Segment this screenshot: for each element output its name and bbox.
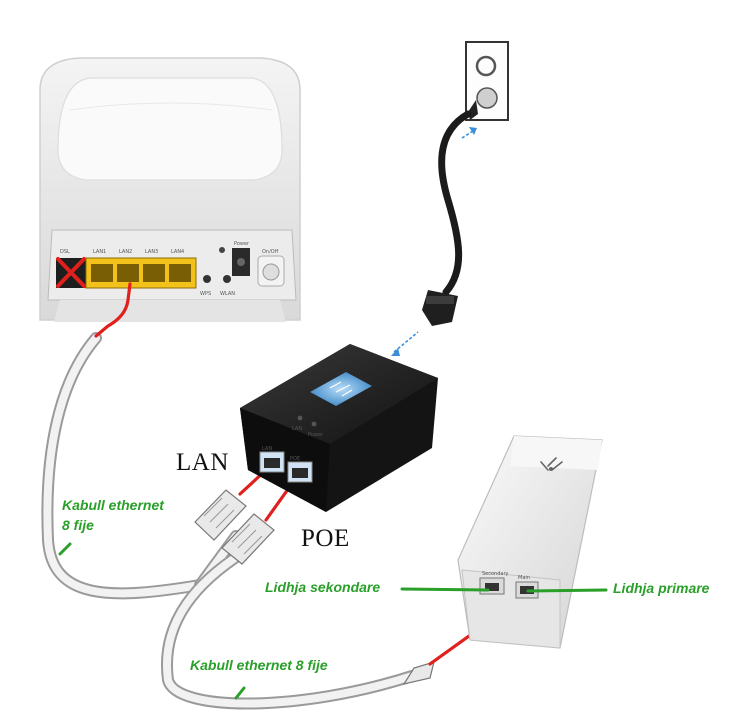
power-cord bbox=[391, 100, 478, 356]
svg-text:LAN2: LAN2 bbox=[119, 249, 132, 255]
svg-text:LAN4: LAN4 bbox=[171, 249, 184, 255]
primary-connection-label: Lidhja primare bbox=[613, 580, 710, 596]
svg-text:Power: Power bbox=[234, 241, 250, 247]
cable-left-label-line1: Kabull ethernet bbox=[62, 497, 164, 513]
svg-text:Secondary: Secondary bbox=[482, 571, 509, 577]
red-x-icon bbox=[56, 257, 86, 288]
ubiquiti-logo-icon bbox=[540, 457, 563, 471]
svg-text:WPS: WPS bbox=[200, 291, 211, 297]
svg-text:POE: POE bbox=[290, 456, 300, 462]
svg-text:WLAN: WLAN bbox=[220, 291, 235, 297]
ethernet-cables bbox=[41, 332, 418, 710]
cable-left-label-line2: 8 fije bbox=[62, 517, 94, 533]
poe-injector: LAN Power LAN POE bbox=[240, 344, 438, 512]
svg-text:Power: Power bbox=[308, 432, 324, 438]
router: DSL LAN1 LAN2 LAN3 LAN4 WPS WLAN Power O… bbox=[39, 57, 301, 322]
svg-text:LAN3: LAN3 bbox=[145, 249, 158, 255]
rj45-plug-poe bbox=[221, 513, 275, 565]
svg-text:LAN1: LAN1 bbox=[93, 249, 106, 255]
svg-text:On/Off: On/Off bbox=[262, 249, 279, 255]
secondary-connection-label: Lidhja sekondare bbox=[265, 579, 381, 595]
access-point: Secondary Main bbox=[457, 435, 603, 649]
poe-label: POE bbox=[301, 525, 350, 552]
svg-text:Main: Main bbox=[518, 575, 530, 581]
rj45-plug-lan bbox=[194, 489, 247, 541]
ubiquiti-logo-icon bbox=[310, 372, 372, 406]
lan-label: LAN bbox=[176, 449, 229, 476]
green-pointer-lines bbox=[58, 542, 608, 700]
svg-text:LAN: LAN bbox=[262, 446, 272, 452]
cable-bottom-label: Kabull ethernet 8 fije bbox=[190, 657, 328, 673]
svg-text:LAN: LAN bbox=[292, 426, 302, 432]
svg-text:DSL: DSL bbox=[60, 249, 70, 255]
